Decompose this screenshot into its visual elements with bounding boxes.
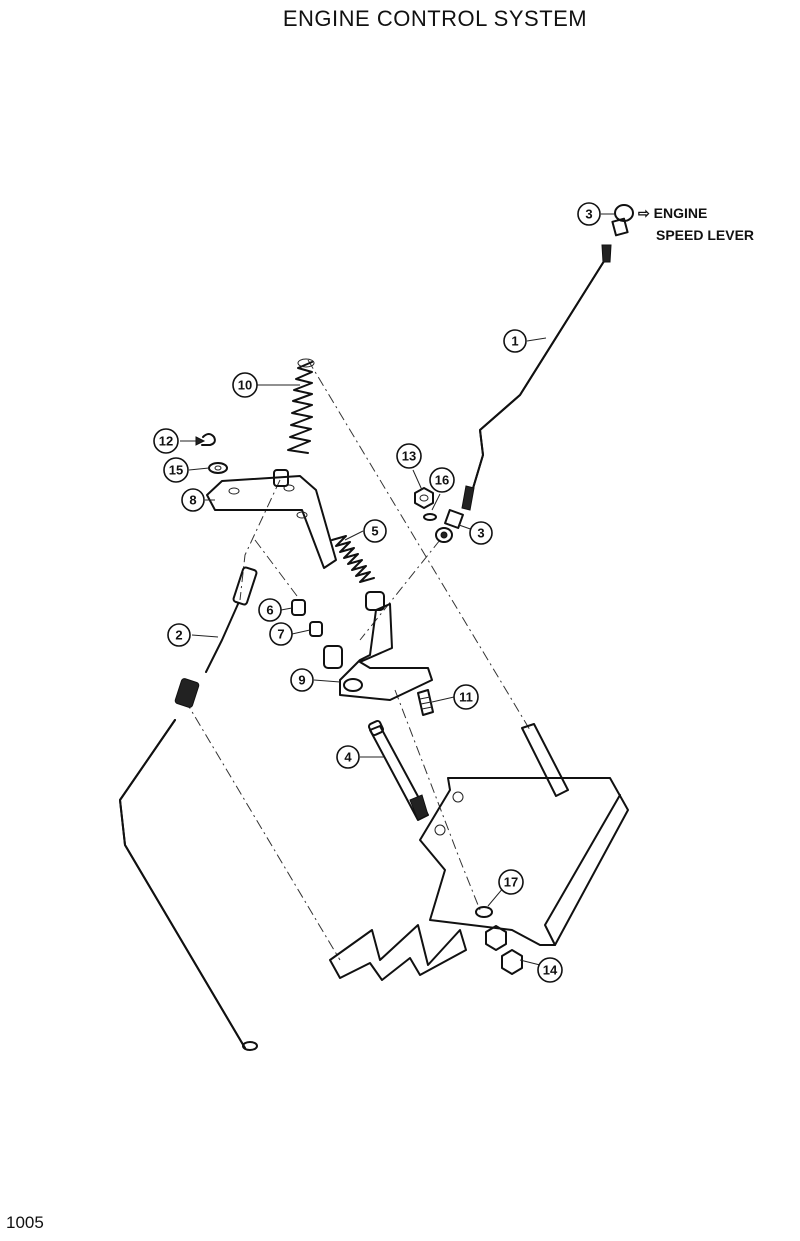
svg-text:12: 12 — [159, 434, 173, 449]
callout-12: 12 — [153, 428, 179, 454]
part-3-ball-joint-lower — [435, 509, 464, 543]
svg-text:11: 11 — [459, 690, 473, 705]
callout-10: 10 — [232, 372, 258, 398]
part-16-washer — [423, 513, 437, 521]
svg-text:14: 14 — [543, 963, 558, 978]
part-12-clip — [180, 433, 216, 446]
part-2-cable — [119, 566, 258, 1051]
callout-9: 9 — [290, 668, 314, 692]
svg-text:3: 3 — [477, 526, 484, 541]
svg-text:8: 8 — [189, 493, 196, 508]
part-17-washer — [475, 906, 493, 918]
callout-8: 8 — [181, 488, 205, 512]
svg-text:6: 6 — [266, 603, 273, 618]
part-1-control-rod — [461, 244, 612, 511]
svg-text:17: 17 — [504, 875, 518, 890]
assembly-lines — [184, 359, 531, 961]
engine-note-line1: ⇨ ENGINE — [638, 205, 707, 221]
part-14-nut — [485, 925, 523, 975]
engine-note-line2: SPEED LEVER — [656, 227, 754, 243]
callout-14: 14 — [537, 957, 563, 983]
callout-3-lower: 3 — [469, 521, 493, 545]
part-11-bolt — [417, 689, 434, 716]
page-number: 1005 — [6, 1213, 44, 1232]
svg-text:7: 7 — [277, 627, 284, 642]
svg-text:1: 1 — [511, 334, 518, 349]
callout-15: 15 — [163, 457, 189, 483]
callout-5: 5 — [363, 519, 387, 543]
svg-text:9: 9 — [298, 673, 305, 688]
part-8-bracket — [206, 469, 337, 569]
svg-text:3: 3 — [585, 207, 592, 222]
part-15-washer — [208, 462, 228, 474]
svg-text:2: 2 — [175, 628, 182, 643]
callout-11: 11 — [453, 684, 479, 710]
part-10-spring — [287, 358, 315, 454]
part-7-bushing — [309, 621, 323, 637]
svg-text:4: 4 — [344, 750, 352, 765]
part-5-spring — [331, 535, 375, 583]
page-title: ENGINE CONTROL SYSTEM — [282, 6, 588, 31]
callout-6: 6 — [258, 598, 282, 622]
callout-16: 16 — [429, 467, 455, 493]
svg-text:13: 13 — [402, 449, 416, 464]
part-3-ball-joint-upper — [611, 204, 634, 237]
callout-7: 7 — [269, 622, 293, 646]
callout-2: 2 — [167, 623, 191, 647]
svg-text:5: 5 — [371, 524, 378, 539]
callout-3-upper: 3 — [577, 202, 601, 226]
part-9-lever — [323, 591, 433, 701]
callout-17: 17 — [498, 869, 524, 895]
svg-text:15: 15 — [169, 463, 183, 478]
leader-lines — [188, 213, 614, 966]
callout-4: 4 — [336, 745, 360, 769]
part-6-bushing — [291, 599, 306, 616]
pedal-base-plate — [329, 723, 629, 981]
part-4-shaft — [368, 720, 429, 821]
part-13-nut — [414, 487, 434, 509]
svg-text:16: 16 — [435, 473, 449, 488]
callout-13: 13 — [396, 443, 422, 469]
callout-1: 1 — [503, 329, 527, 353]
svg-text:10: 10 — [238, 378, 252, 393]
